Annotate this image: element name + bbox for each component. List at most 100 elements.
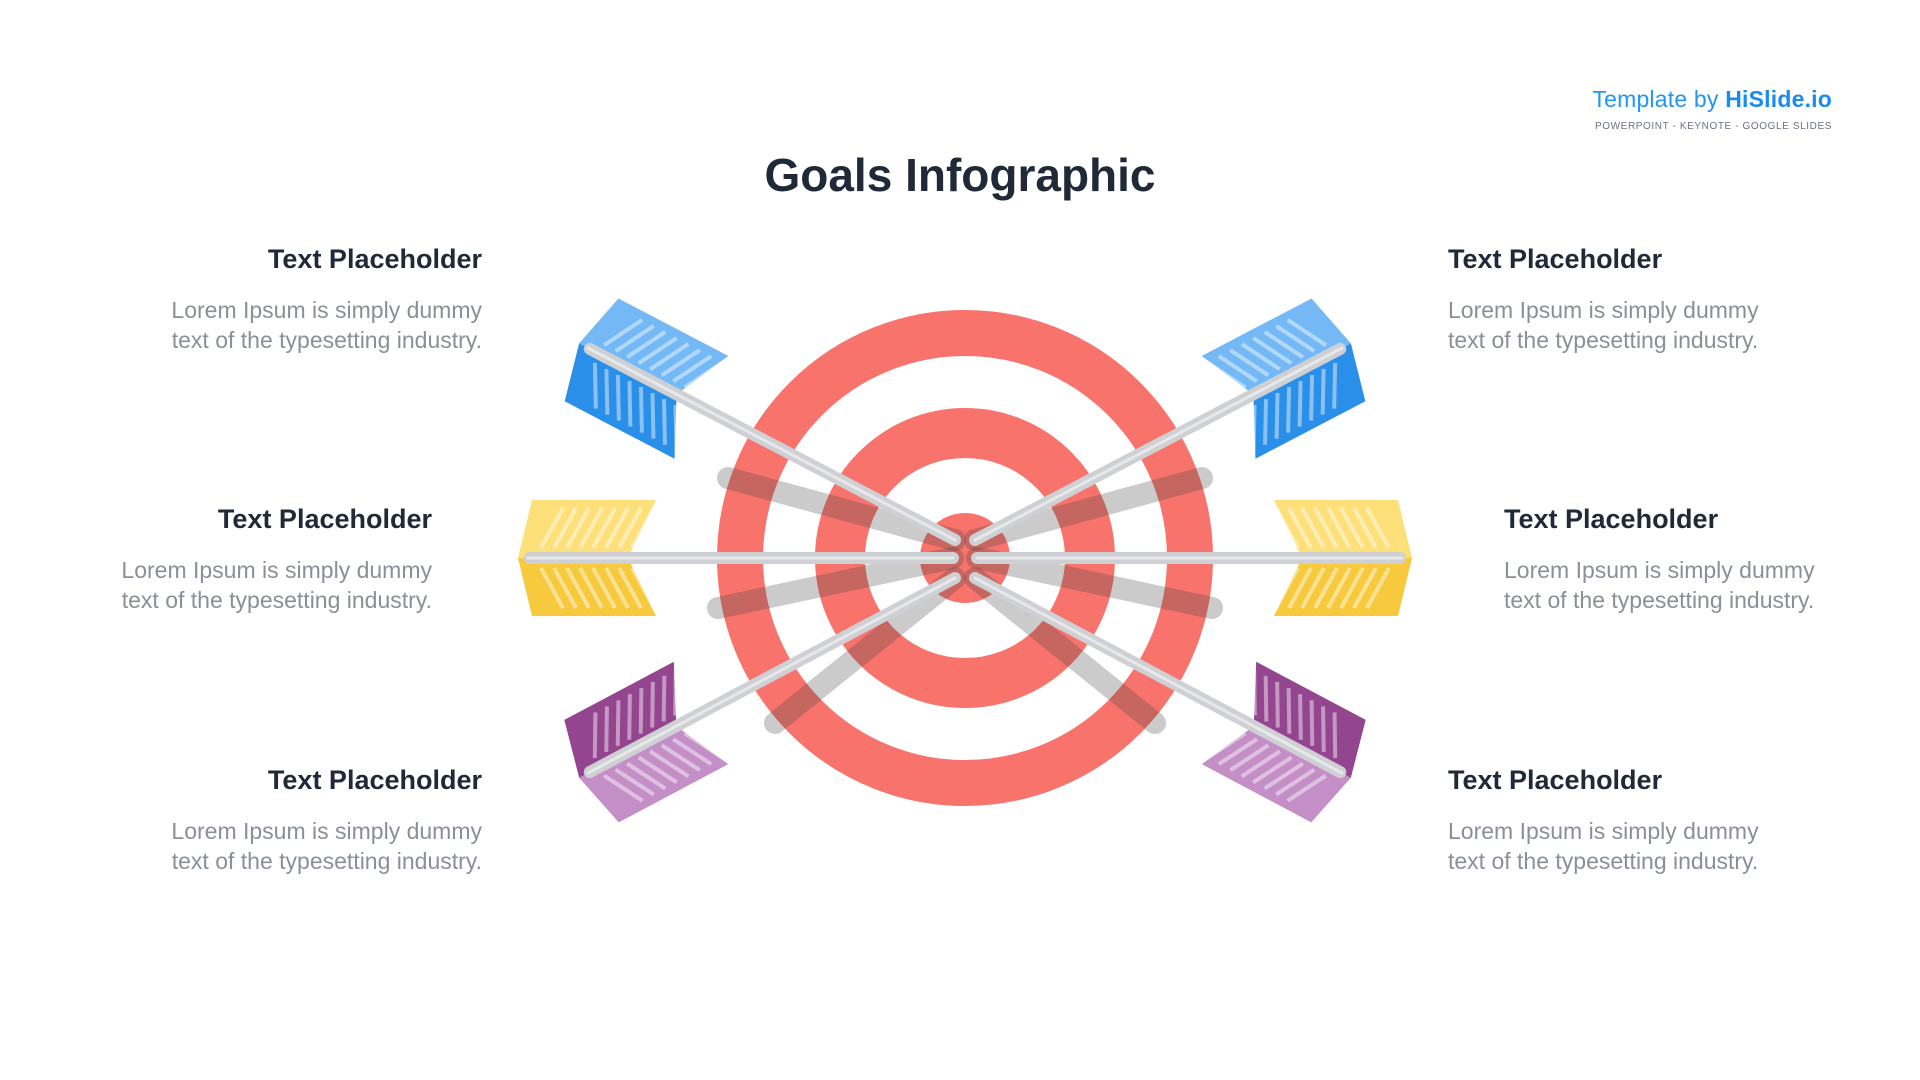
fletch-stripe [1365, 567, 1391, 609]
fletch-stripe [1313, 507, 1339, 549]
fletch-stripe [660, 348, 701, 377]
brand-name: HiSlide.io [1725, 86, 1832, 112]
arrow-shaft-highlight [973, 346, 1344, 542]
fletch-stripe [673, 669, 678, 716]
fletch-stripe [1252, 755, 1293, 785]
fletch-stripe [1300, 567, 1326, 609]
item-bottom-right: Text Placeholder Lorem Ipsum is simply d… [1448, 765, 1759, 876]
fletch-stripe [603, 318, 644, 347]
fletch-stripe [578, 507, 604, 549]
item-heading: Text Placeholder [217, 504, 432, 534]
fletch-stripe [1332, 712, 1338, 759]
fletch-stripe [1313, 567, 1339, 609]
arrows [518, 298, 1412, 823]
fletch-stripe [604, 368, 610, 415]
fletch-stripe [1326, 567, 1352, 609]
fletch-stripe [615, 700, 621, 746]
fletch-stripe [650, 681, 655, 728]
item-middle-left: Text Placeholder Lorem Ipsum is simply d… [121, 504, 432, 615]
fletch-vane-light [579, 298, 729, 395]
arrow-shaft-highlight [973, 576, 1344, 775]
page-title: Goals Infographic [764, 149, 1156, 201]
arrow-purple-5 [969, 572, 1366, 823]
fletch-vane-light [518, 500, 656, 558]
fletch-stripe [1252, 336, 1293, 365]
fletch-stripe [1309, 374, 1315, 421]
fletch-stripe [1252, 669, 1257, 716]
fletch-stripe [660, 743, 701, 772]
arrow-blue-0 [564, 298, 961, 546]
fletch-stripe [661, 675, 667, 722]
fletch-stripe [552, 567, 578, 609]
fletch-stripe [1206, 731, 1247, 760]
item-body: Lorem Ipsum is simply dummy text of the … [171, 818, 482, 874]
fletch-stripe [604, 507, 630, 549]
fletch-vane-light [1201, 298, 1351, 395]
fletch-stripe [592, 362, 598, 409]
fletch-stripe [1352, 507, 1378, 549]
fletch-stripe [1263, 675, 1269, 722]
fletch-vane-dark [1253, 343, 1366, 459]
fletch-stripe [539, 507, 565, 549]
fletch-vane-dark [1274, 558, 1412, 616]
item-bottom-left: Text Placeholder Lorem Ipsum is simply d… [171, 765, 482, 876]
fletch-stripe [1229, 348, 1270, 377]
fletch-stripe [683, 731, 724, 760]
fletch-stripe [565, 507, 591, 549]
brand-subtitle: POWERPOINT - KEYNOTE - GOOGLE SLIDES [1594, 121, 1832, 132]
fletch-stripe [1297, 380, 1303, 427]
arrow-shaft-highlight [586, 576, 957, 775]
fletch-stripe [1251, 405, 1257, 451]
fletch-stripe [1240, 342, 1281, 371]
item-middle-right: Text Placeholder Lorem Ipsum is simply d… [1504, 504, 1815, 615]
fletch-stripe [1206, 360, 1247, 390]
fletch-stripe [649, 342, 690, 371]
arrow-shadow [964, 567, 1166, 734]
item-heading: Text Placeholder [267, 765, 482, 795]
fletch-stripe [672, 354, 713, 383]
fletch-stripe [1263, 330, 1304, 359]
arrow-shadow [966, 547, 1223, 619]
brand-logo: Template by HiSlide.io POWERPOINT - KEYN… [1592, 86, 1832, 132]
fletch-stripe [591, 567, 617, 609]
item-body: Lorem Ipsum is simply dummy text of the … [1448, 297, 1759, 353]
fletch-stripe [604, 567, 630, 609]
fletch-stripe [591, 507, 617, 549]
fletch-vane-light [1274, 500, 1412, 558]
arrow-yellow-1 [518, 500, 959, 616]
arrow-shadow [764, 567, 966, 734]
fletch-vane-dark [564, 343, 677, 459]
fletch-stripe [661, 399, 667, 445]
fletch-stripe [1298, 694, 1303, 740]
fletch-stripe [1332, 362, 1338, 409]
fletch-stripe [638, 687, 644, 734]
fletch-vane-dark [1253, 661, 1366, 778]
fletch-vane-light [579, 726, 729, 823]
fletch-stripe [592, 712, 598, 759]
fletch-stripe [1286, 774, 1327, 803]
arrow-yellow-4 [971, 500, 1412, 616]
fletch-vane-light [1201, 726, 1351, 823]
fletch-stripe [683, 360, 724, 390]
fletch-stripe [1274, 567, 1300, 609]
fletch-stripe [614, 324, 655, 353]
arrow-shaft-highlight [586, 346, 957, 542]
fletch-stripe [1326, 507, 1352, 549]
item-top-left: Text Placeholder Lorem Ipsum is simply d… [171, 244, 482, 355]
item-heading: Text Placeholder [1448, 244, 1663, 274]
arrow-shadows [707, 467, 1223, 734]
arrow-blue-3 [969, 298, 1366, 546]
fletch-stripe [627, 694, 632, 740]
fletch-stripe [1274, 507, 1300, 549]
fletch-stripe [1217, 737, 1259, 766]
fletch-stripe [565, 567, 591, 609]
item-body: Lorem Ipsum is simply dummy text of the … [171, 297, 482, 353]
brand-prefix: Template by [1592, 86, 1726, 112]
fletch-stripe [1240, 749, 1282, 779]
fletch-stripe [1263, 761, 1304, 791]
fletch-stripe [1287, 567, 1313, 609]
fletch-stripe [617, 567, 643, 609]
item-body: Lorem Ipsum is simply dummy text of the … [121, 557, 432, 613]
fletch-stripe [1320, 368, 1326, 415]
